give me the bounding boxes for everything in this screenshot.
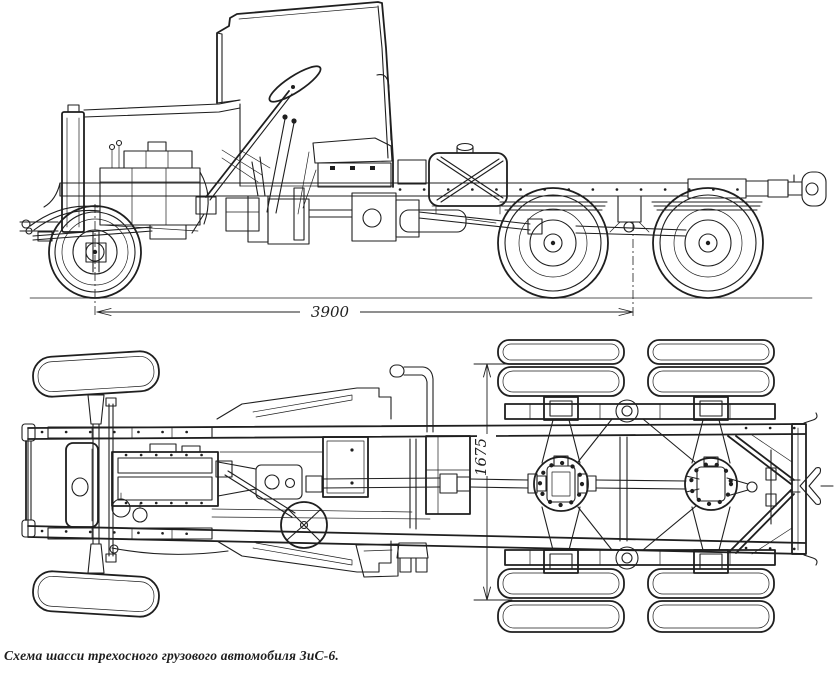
driveline-plan	[305, 473, 758, 497]
plan-view-drawing: 1675	[21, 339, 834, 633]
dimension-3900: 3900	[94, 204, 634, 321]
tow-pintle-side	[801, 171, 827, 207]
steering-wheel-plan	[215, 460, 328, 549]
rear-bogie-plan	[497, 339, 776, 633]
rear-dual-tires-plan	[497, 339, 775, 633]
radiator-side	[61, 99, 241, 233]
dimension-1675: 1675	[472, 363, 513, 601]
fuel-tank-side	[397, 142, 508, 215]
exhaust-pipe-plan	[389, 364, 434, 433]
body-panels-plan	[216, 387, 471, 578]
drawing-caption: Схема шасси трехосного грузового автомоб…	[4, 648, 339, 663]
frame-plan	[21, 412, 818, 566]
cab-side	[216, 1, 394, 188]
transmission-side	[247, 187, 687, 245]
track-dimension-label: 1675	[472, 438, 490, 476]
front-axle-plan	[32, 350, 229, 618]
rear-bogie-wheels-side	[497, 187, 764, 299]
steering-side	[191, 65, 322, 234]
muffler-side	[399, 209, 467, 233]
tow-hitch-plan	[727, 434, 834, 555]
rear-springs-side	[499, 195, 763, 233]
rear-crossmember-plan	[791, 423, 807, 555]
wheelbase-dimension-label: 3900	[311, 303, 350, 321]
engine-side	[99, 139, 271, 240]
control-levers-side	[251, 114, 317, 215]
engine-plan	[65, 442, 303, 528]
side-view-drawing: 3900	[19, 1, 827, 321]
